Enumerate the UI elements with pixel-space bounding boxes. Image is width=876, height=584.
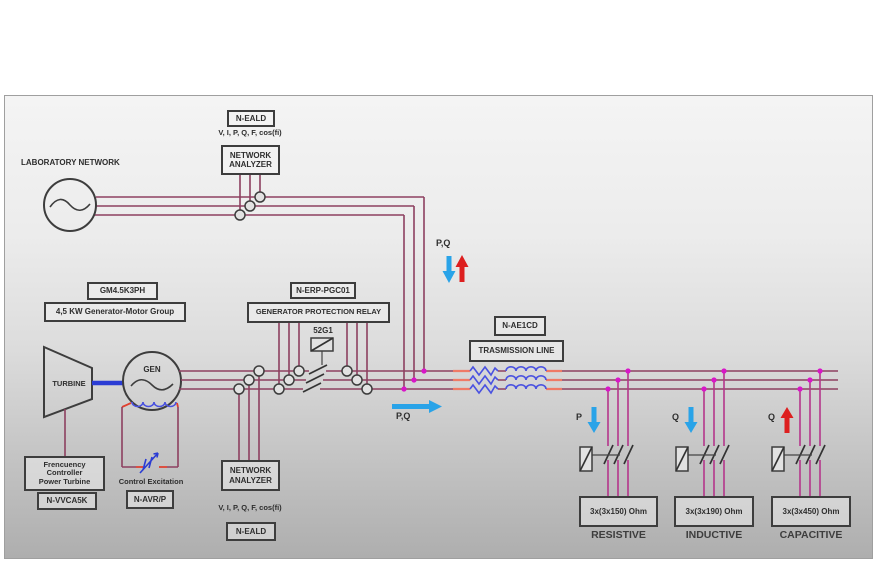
avr-code-label: N-AVR/P <box>133 494 167 504</box>
generator-code-label: GM4.5K3PH <box>99 286 146 296</box>
q-capacitive-letter: Q <box>768 412 776 422</box>
frequency-controller-line2: Controller <box>46 468 83 478</box>
avr-code-box: N-AVR/P <box>126 490 174 509</box>
p-arrow-letter: P <box>576 412 583 422</box>
inductive-load-name: INDUCTIVE <box>685 529 743 541</box>
q-inductive-letter: Q <box>672 412 680 422</box>
capacitive-load-name: CAPACITIVE <box>779 529 843 541</box>
network-analyzer-top-label: NETWORK ANALYZER <box>229 150 272 169</box>
breaker-id-label: 52G1 <box>313 326 333 335</box>
n-eald-bottom-label: N-EALD <box>235 526 267 536</box>
measurements-top-label: V, I, P, Q, F, cos(fi) <box>218 128 282 137</box>
transmission-code-label: N-AE1CD <box>502 321 538 331</box>
protection-code-box: N-ERP-PGC01 <box>290 282 356 299</box>
frequency-controller-box: Frencuency Controller Power Turbine <box>24 456 105 491</box>
transmission-code-box: N-AE1CD <box>494 316 546 336</box>
resistive-load-name: RESISTIVE <box>591 529 646 541</box>
capacitive-load-box: 3x(3x450) Ohm <box>771 496 851 527</box>
inductive-load-box: 3x(3x190) Ohm <box>674 496 754 527</box>
protection-relay-box: GENERATOR PROTECTION RELAY <box>247 302 390 323</box>
diagram-panel <box>4 95 873 559</box>
frequency-controller-line3: Power Turbine <box>38 476 91 486</box>
control-excitation-label: Control Excitation <box>118 477 184 486</box>
n-eald-top-label: N-EALD <box>235 113 267 123</box>
n-eald-bottom-box: N-EALD <box>226 522 276 541</box>
measurements-bottom-label: V, I, P, Q, F, cos(fi) <box>218 503 282 512</box>
resistive-load-box: 3x(3x150) Ohm <box>579 496 658 527</box>
resistive-load-value: 3x(3x150) Ohm <box>590 506 647 516</box>
pq-flow-label: P,Q <box>396 411 411 421</box>
network-analyzer-top-box: NETWORK ANALYZER <box>221 145 280 175</box>
transmission-line-label: TRASMISSION LINE <box>478 346 555 356</box>
transmission-line-box: TRASMISSION LINE <box>469 340 564 362</box>
network-analyzer-bottom-label: NETWORK ANALYZER <box>229 466 272 485</box>
laboratory-network-label: LABORATORY NETWORK <box>21 158 120 167</box>
frequency-controller-code-box: N-VVCA5K <box>37 492 97 510</box>
generator-group-box: 4,5 KW Generator-Motor Group <box>44 302 186 322</box>
n-eald-top-box: N-EALD <box>227 110 275 127</box>
capacitive-load-value: 3x(3x450) Ohm <box>782 506 840 516</box>
generator-code-box: GM4.5K3PH <box>87 282 158 300</box>
inductive-load-value: 3x(3x190) Ohm <box>685 506 743 516</box>
network-analyzer-bottom-box: NETWORK ANALYZER <box>221 460 280 491</box>
turbine-label: TURBINE <box>52 379 86 388</box>
protection-code-label: N-ERP-PGC01 <box>296 285 350 295</box>
frequency-controller-code-label: N-VVCA5K <box>46 496 88 506</box>
pq-top-label: P,Q <box>436 238 451 248</box>
generator-group-label: 4,5 KW Generator-Motor Group <box>55 307 175 317</box>
frequency-controller-line1: Frencuency <box>43 459 86 469</box>
protection-relay-label: GENERATOR PROTECTION RELAY <box>255 307 382 317</box>
gen-label: GEN <box>143 365 161 374</box>
